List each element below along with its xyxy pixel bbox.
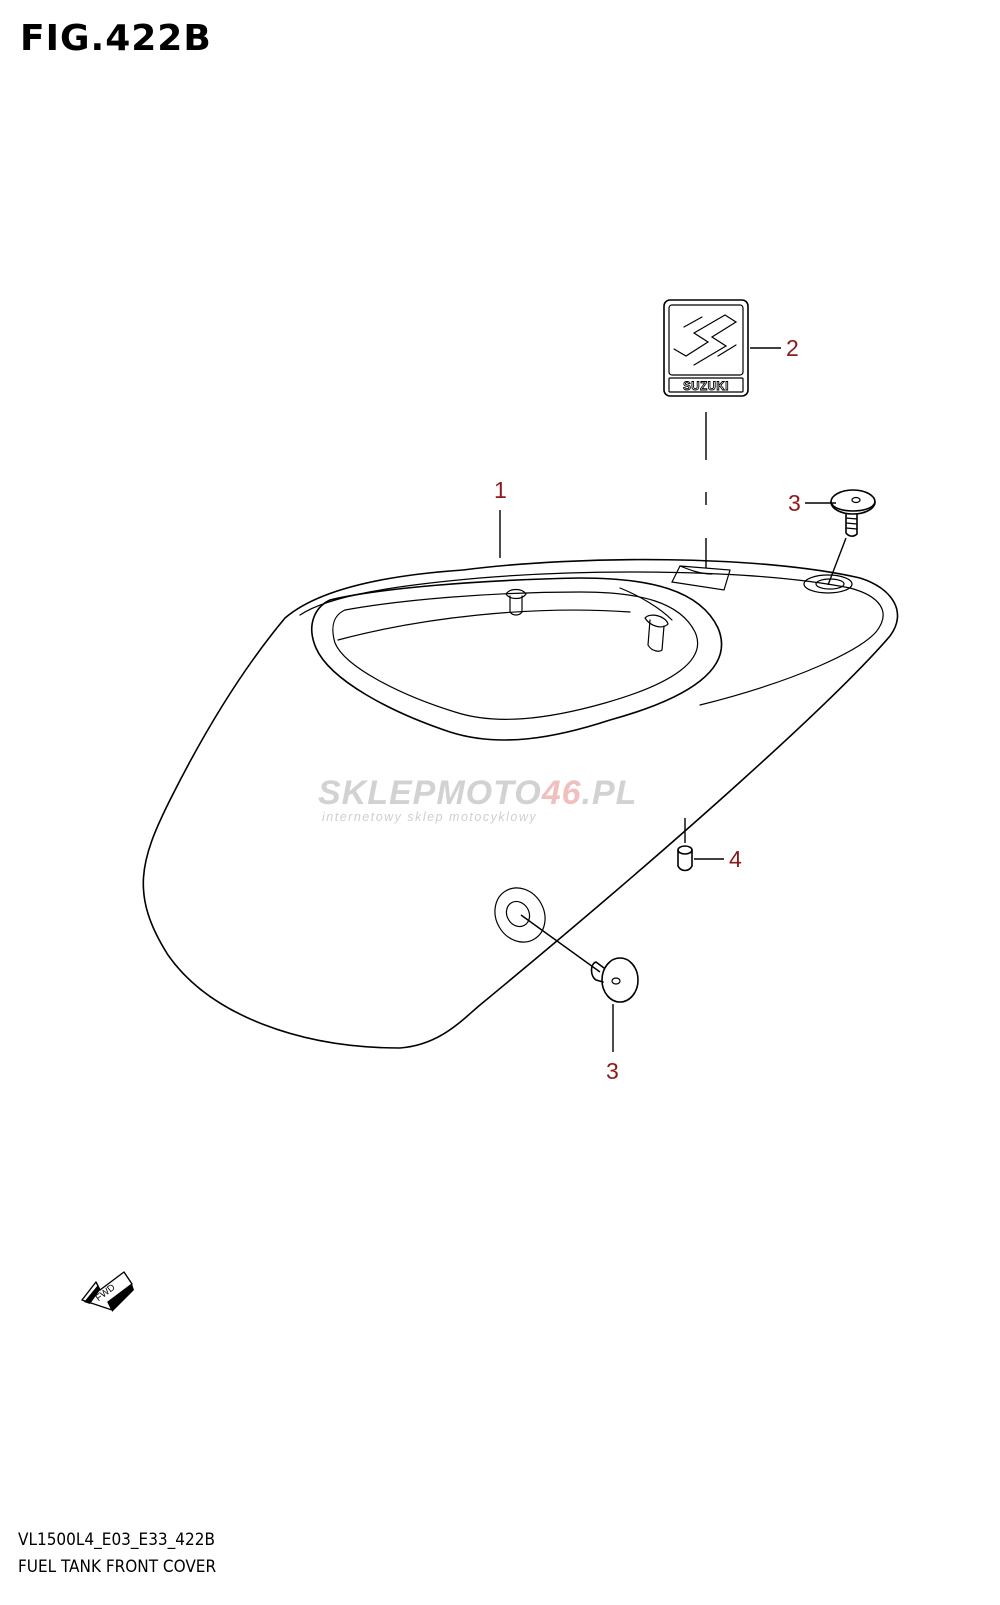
leader-lines [499, 347, 847, 1052]
watermark-tagline: internetowy sklep motocyklowy [322, 810, 538, 824]
model-code: VL1500L4_E03_E33_422B [18, 1530, 215, 1550]
suzuki-s-logo-icon [673, 314, 738, 366]
callout-3-bottom: 3 [606, 1058, 619, 1084]
suzuki-emblem[interactable] [663, 299, 749, 397]
mounting-boss-right [619, 587, 673, 652]
callout-4: 4 [729, 846, 742, 872]
callout-1: 1 [494, 477, 507, 503]
figure-caption: FUEL TANK FRONT COVER [18, 1557, 217, 1577]
watermark: SKLEPMOTO46.PL internetowy sklep motocyk… [318, 776, 718, 824]
bolt-bottom[interactable] [590, 957, 639, 1003]
callout-2: 2 [786, 335, 799, 361]
callout-3-top: 3 [788, 490, 801, 516]
emblem-text: SUZUKI [683, 381, 729, 393]
bolt-top[interactable] [830, 489, 876, 537]
watermark-brand: SKLEPMOTO46.PL [318, 774, 638, 812]
mounting-hole-bottom [494, 887, 546, 943]
fuel-tank-front-cover[interactable] [142, 558, 899, 1049]
emblem-recess [671, 565, 731, 591]
fwd-arrow-icon: FWD [81, 1271, 134, 1312]
figure-title: FIG.422B [20, 18, 212, 59]
mounting-boss-top [505, 588, 527, 616]
nut[interactable] [677, 845, 693, 872]
